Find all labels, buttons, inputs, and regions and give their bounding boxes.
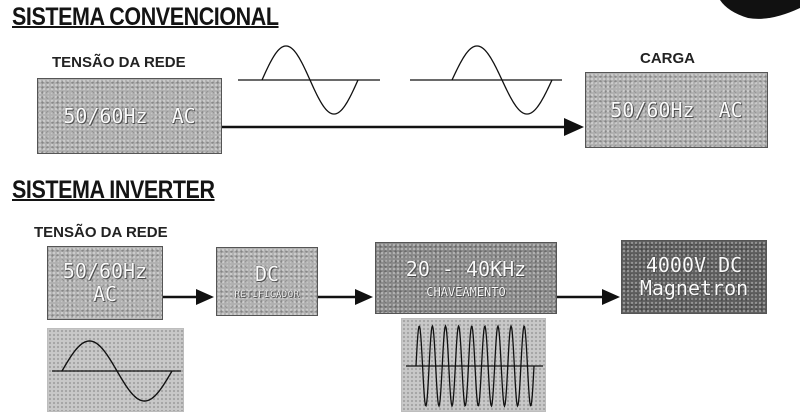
inverter-stage-magnetron-line2: Magnetron [639,276,749,300]
inverter-arrow-1 [163,289,214,305]
load-label: CARGA [640,50,695,67]
inverter-stage-rectifier-line1: DC [254,262,280,286]
conventional-source-box: 50/60Hz AC [37,78,222,154]
conventional-source-value: 50/60Hz AC [63,103,196,128]
conventional-sine-wave-1 [238,45,380,115]
conventional-arrow [222,118,584,136]
inverter-source-label: TENSÃO DA REDE [34,224,168,241]
inverter-stage-ac-line1: 50/60Hz [62,259,148,283]
low-frequency-sine-wave [52,340,181,402]
low-frequency-wave-panel [47,328,184,412]
inverter-stage-ac-box: 50/60Hz AC [47,246,163,320]
conventional-heading: SISTEMA CONVENCIONAL [12,3,279,31]
inverter-stage-rectifier-line2: RETIFICADOR [234,290,300,300]
inverter-arrow-2 [318,289,373,305]
conventional-sine-wave-2 [410,45,562,115]
load-box: 50/60Hz AC [585,72,768,148]
inverter-stage-magnetron-line1: 4000V DC [645,253,743,277]
inverter-stage-ac-line2: AC [92,282,118,306]
inverter-stage-rectifier-box: DC RETIFICADOR [216,247,318,316]
inverter-stage-switching-line2: CHAVEAMENTO [426,284,506,299]
inverter-stage-magnetron-box: 4000V DC Magnetron [621,240,767,314]
high-frequency-wave-panel [401,318,546,412]
inverter-stage-switching-line1: 20 - 40KHz [405,256,527,281]
high-frequency-sine-wave [406,324,543,408]
conventional-source-label: TENSÃO DA REDE [52,54,186,71]
inverter-arrow-3 [557,289,620,305]
load-value: 50/60Hz AC [610,97,743,122]
inverter-heading: SISTEMA INVERTER [12,176,215,204]
inverter-stage-switching-box: 20 - 40KHz CHAVEAMENTO [375,242,557,314]
